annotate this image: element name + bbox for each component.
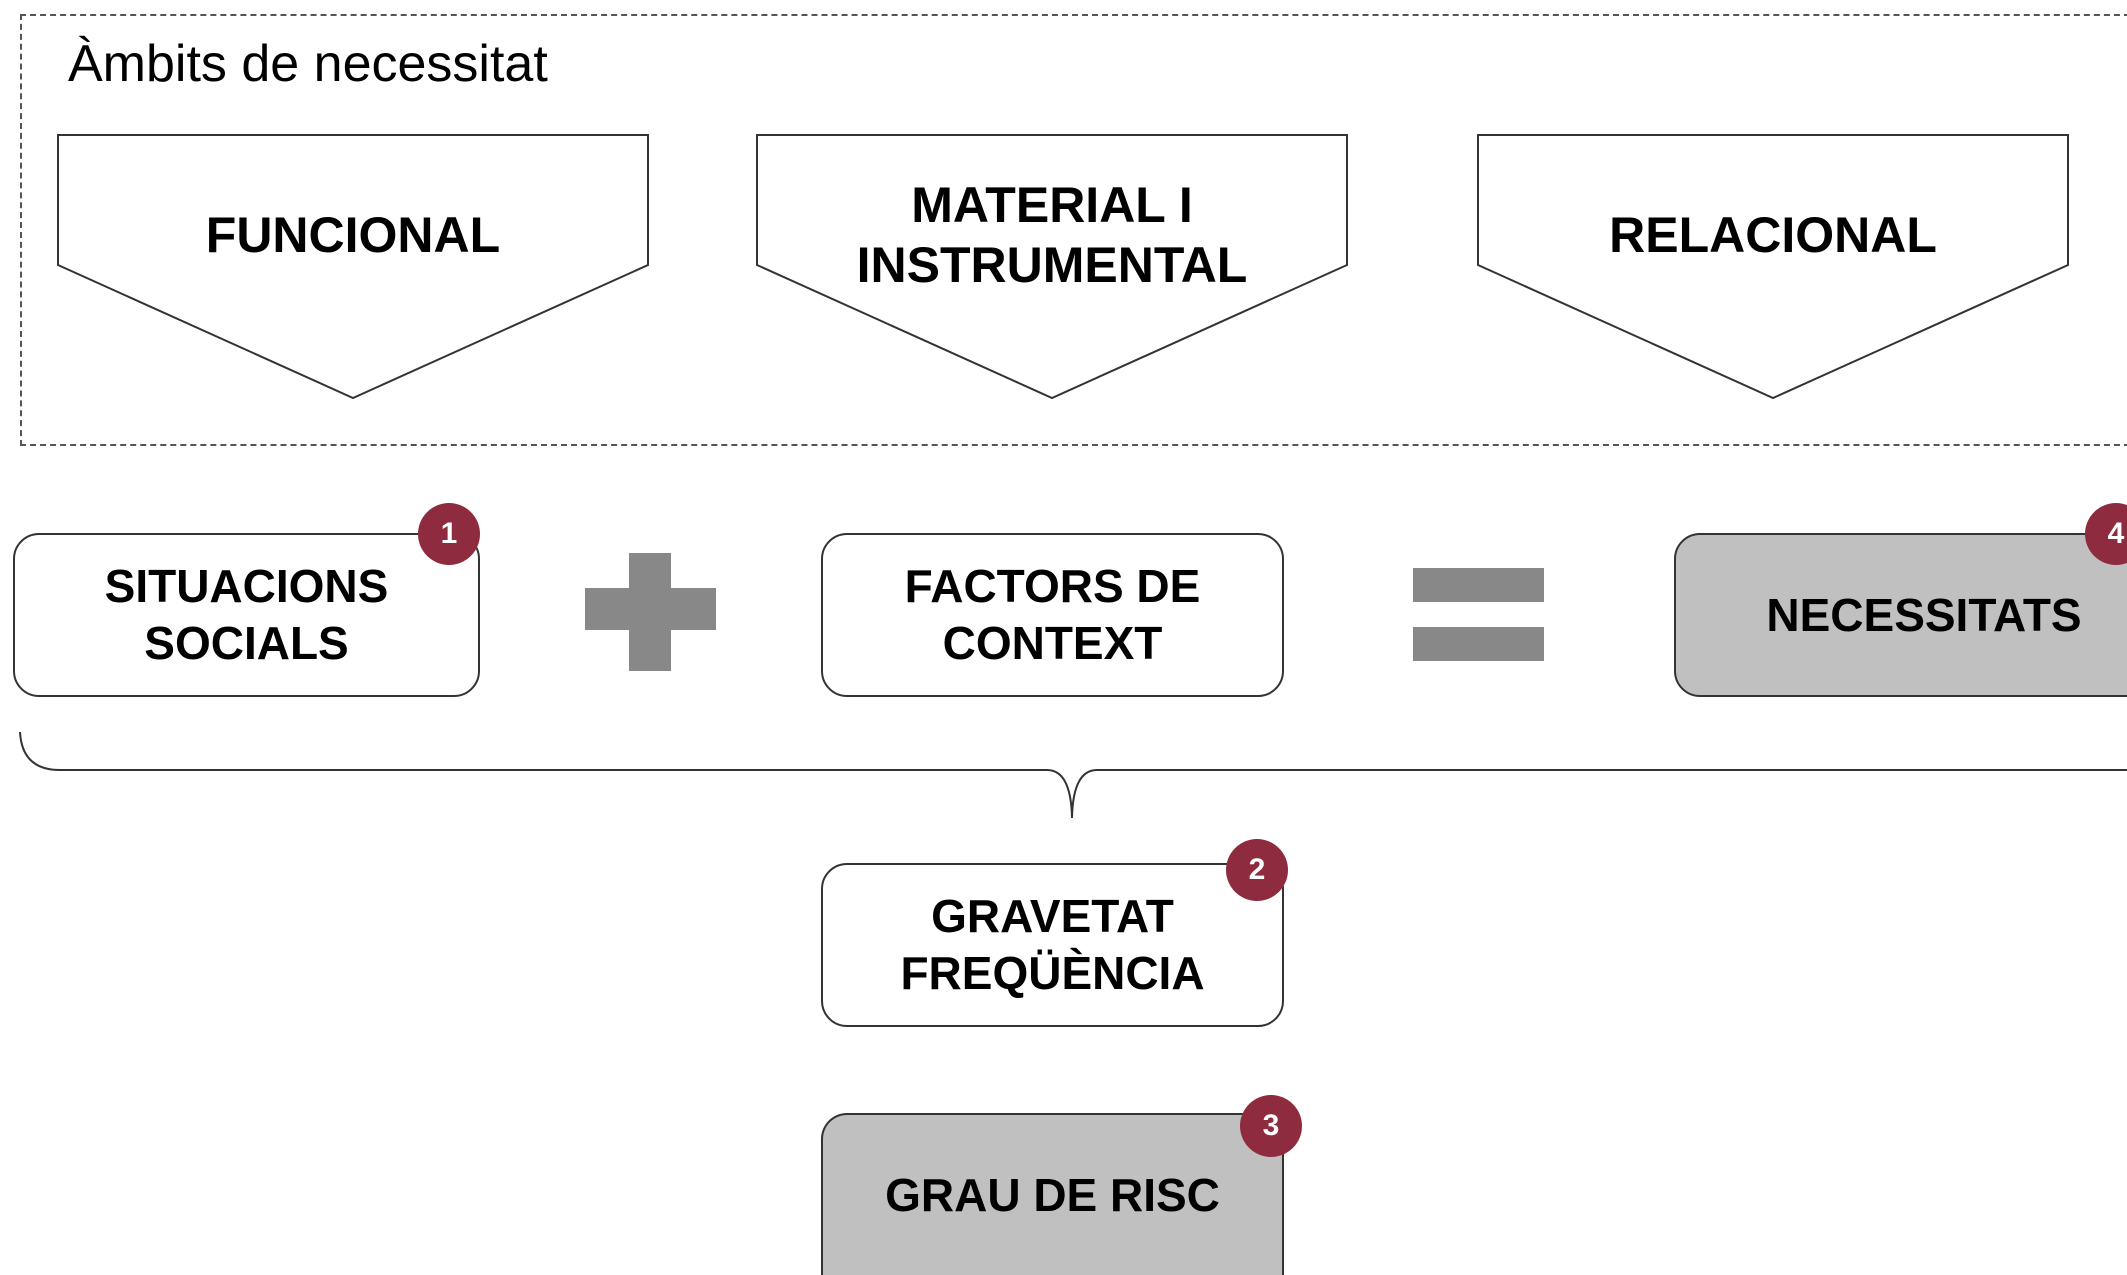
chevron-label-relacional: RELACIONAL xyxy=(1609,207,1937,263)
chevron-shape-material-instrumental xyxy=(756,134,1348,400)
necessitats-box: NECESSITATS xyxy=(1674,533,2127,697)
needs-areas-title: Àmbits de necessitat xyxy=(68,35,548,93)
grau-de-risc-box: GRAU DE RISC xyxy=(821,1113,1284,1275)
step-badge-1: 1 xyxy=(418,503,480,565)
step-badge-2: 2 xyxy=(1226,839,1288,901)
chevron-label-funcional: FUNCIONAL xyxy=(205,207,501,263)
situacions-socials-box: SITUACIONS SOCIALS xyxy=(13,533,480,697)
plus-operator-vertical xyxy=(629,553,671,671)
needs-areas-frame xyxy=(20,14,2127,446)
grouping-brace xyxy=(19,731,2127,819)
equals-operator-top xyxy=(1413,568,1544,602)
step-badge-3: 3 xyxy=(1240,1095,1302,1157)
equals-operator-bottom xyxy=(1413,627,1544,661)
factors-de-context-box: FACTORS DE CONTEXT xyxy=(821,533,1284,697)
chevron-label-material-instrumental: MATERIAL I INSTRUMENTAL xyxy=(856,177,1248,293)
gravetat-frequencia-box: GRAVETAT FREQÜÈNCIA xyxy=(821,863,1284,1027)
chevron-shape-relacional xyxy=(1477,134,2069,400)
step-badge-4: 4 xyxy=(2085,503,2127,565)
chevron-shape-funcional xyxy=(57,134,649,400)
